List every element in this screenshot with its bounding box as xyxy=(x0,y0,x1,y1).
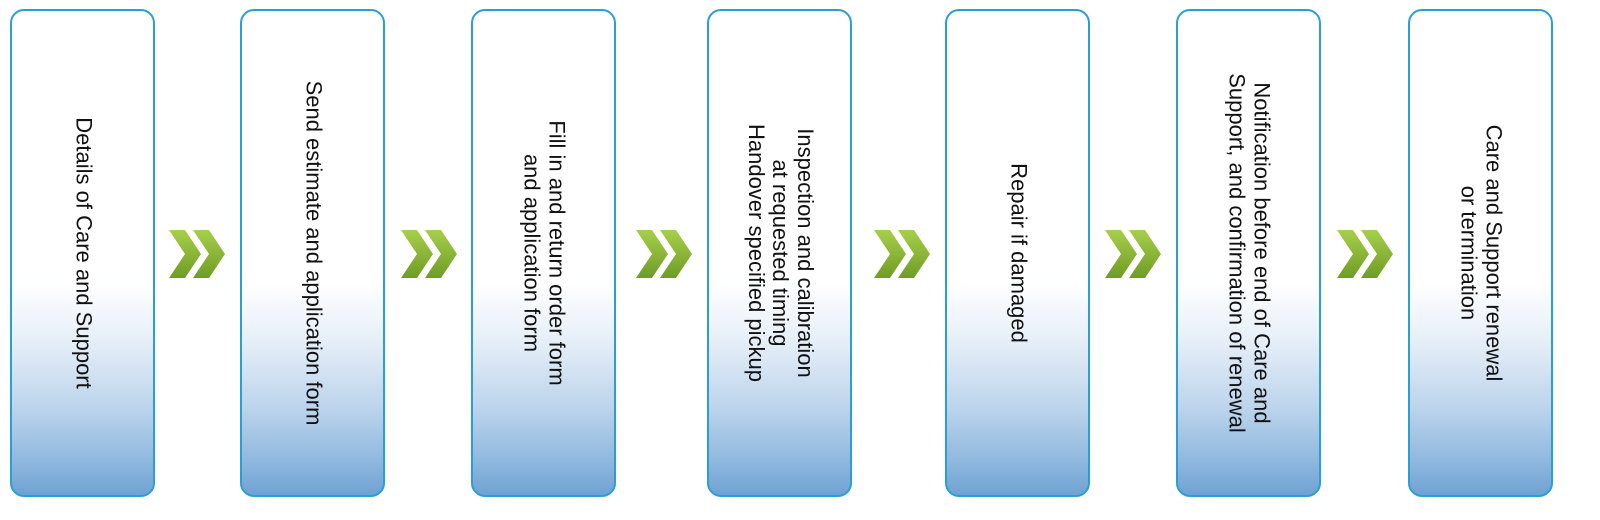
step-label-1: Details of Care and Support xyxy=(70,117,96,389)
step-box-4: Inspection and calibration at requested … xyxy=(707,9,852,497)
step-label-7: Care and Support renewal or termination xyxy=(1456,124,1507,382)
step-box-5: Repair if damaged xyxy=(945,9,1090,497)
step-label-6: Notification before end of Care and Supp… xyxy=(1224,73,1275,433)
step-box-1: Details of Care and Support xyxy=(10,9,155,497)
double-chevron-right-icon xyxy=(1337,226,1397,282)
step-box-2: Send estimate and application form xyxy=(240,9,385,497)
double-chevron-right-icon xyxy=(169,226,229,282)
double-chevron-right-icon xyxy=(401,226,461,282)
double-chevron-right-icon xyxy=(636,226,696,282)
step-box-7: Care and Support renewal or termination xyxy=(1408,9,1553,497)
step-label-2: Send estimate and application form xyxy=(300,80,326,426)
step-label-3: Fill in and return order form and applic… xyxy=(519,120,570,386)
double-chevron-right-icon xyxy=(1105,226,1165,282)
step-box-6: Notification before end of Care and Supp… xyxy=(1176,9,1321,497)
step-label-5: Repair if damaged xyxy=(1005,163,1031,343)
step-box-3: Fill in and return order form and applic… xyxy=(471,9,616,497)
step-label-4: Inspection and calibration at requested … xyxy=(743,123,818,383)
double-chevron-right-icon xyxy=(874,226,934,282)
